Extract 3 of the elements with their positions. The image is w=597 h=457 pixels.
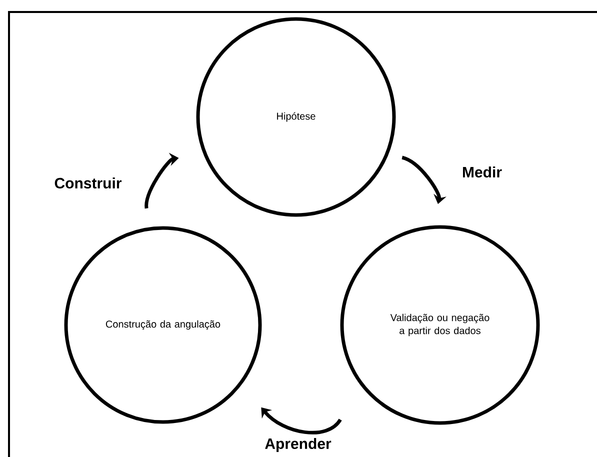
edge-label: Construir [54,177,122,188]
edge-label: Medir [463,166,502,178]
edge-label: Aprender [265,438,332,452]
